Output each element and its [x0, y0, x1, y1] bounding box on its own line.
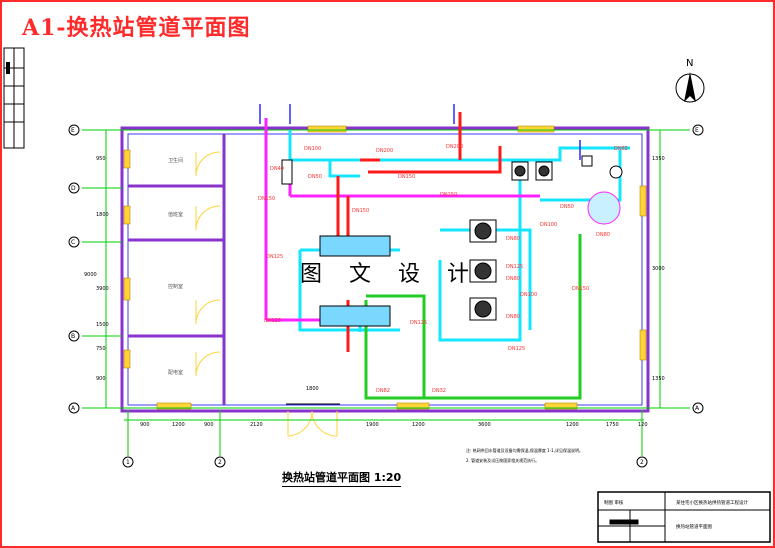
pipe-label: DN200: [446, 144, 463, 150]
building-walls: [120, 126, 650, 413]
grid-label: A: [71, 405, 76, 412]
grid-label: 2: [218, 459, 222, 466]
watermark-text: 图 文 设 计: [300, 262, 479, 287]
dim-text: 3900: [96, 286, 109, 292]
room-label: 配电室: [168, 369, 183, 376]
pipe-label: DN150: [440, 192, 457, 198]
pump-icon: [469, 161, 553, 321]
pipe-label: DN82: [376, 388, 390, 394]
pipe-label: DN40: [270, 166, 284, 172]
tb-drawing: 换热站管道平面图: [676, 523, 712, 530]
pipe-label: DN50: [308, 174, 322, 180]
dim-text: 2120: [250, 422, 263, 428]
dim-text: 1350: [652, 376, 665, 382]
windows: [123, 125, 647, 410]
pipe-label: DN80: [506, 276, 520, 282]
grid-bubble-labels: E D C B A E A 1 2 2: [71, 127, 700, 466]
dimension-text: 900 1200 900 2120 1900 1200 3600 1200 17…: [84, 156, 665, 428]
dim-text: 1800: [306, 386, 319, 392]
dim-text: 3600: [478, 422, 491, 428]
green-pipes: [364, 234, 582, 400]
dim-text: 3000: [652, 266, 665, 272]
pipe-label: DN125: [410, 320, 427, 326]
pipe-label: DN50: [560, 204, 574, 210]
room-labels: 卫生间 值班室 控制室 配电室: [168, 157, 183, 376]
room-label: 值班室: [168, 211, 183, 218]
dim-text: 1200: [566, 422, 579, 428]
room-label: 控制室: [168, 283, 183, 290]
doors: [195, 151, 340, 437]
note-line: 2. 管道安装及试压按国家相关规范执行。: [466, 457, 539, 463]
pipe-label: DN100: [304, 146, 321, 152]
room-label: 卫生间: [168, 157, 183, 164]
grid-axes: [82, 129, 690, 456]
pipe-label: DN100: [540, 222, 557, 228]
dim-text: 750: [96, 346, 106, 352]
pipe-label: DN125: [508, 346, 525, 352]
pipe-label: DN65: [614, 146, 628, 152]
notes: 注: 热网供回水管道及设备均需保温,保温厚度 1-1,详见保温说明。 2. 管道…: [466, 447, 583, 463]
title-block-text: 某住宅小区换热站供热管道工程设计 换热站管道平面图 制图 审核: [604, 499, 748, 530]
pipe-label: DN125: [266, 254, 283, 260]
drawing-caption: 换热站管道平面图 1:20: [282, 469, 402, 487]
pipe-label: DN150: [258, 196, 275, 202]
dim-text: 900: [96, 376, 106, 382]
risers: [259, 104, 581, 160]
drawing-title: A1-换热站管道平面图: [22, 15, 251, 41]
dim-text: 1800: [96, 212, 109, 218]
pipe-label: DN80: [506, 314, 520, 320]
pipe-label: DN100: [520, 292, 537, 298]
grid-label: 2: [640, 459, 644, 466]
grid-label: E: [71, 127, 75, 134]
dim-text: 1200: [172, 422, 185, 428]
dim-text: 1200: [412, 422, 425, 428]
dim-text: 1900: [366, 422, 379, 428]
dim-text: 1350: [652, 156, 665, 162]
pipe-label: DN150: [352, 208, 369, 214]
title-block: [597, 491, 771, 543]
pipe-label: DN200: [376, 148, 393, 154]
dim-text: 1750: [606, 422, 619, 428]
pipe-label: DN80: [596, 232, 610, 238]
grid-label: A: [695, 405, 700, 412]
grid-label: B: [71, 333, 75, 340]
pipe-labels: DN40 DN50 DN150 DN125 DN100 DN150 DN200 …: [258, 144, 628, 394]
heat-exchanger-icon: [281, 155, 623, 327]
grid-bubbles: [68, 124, 704, 468]
tb-sign: 制图 审核: [604, 499, 624, 506]
tb-project: 某住宅小区换热站供热管道工程设计: [676, 499, 748, 506]
pipe-label: DN125: [264, 318, 281, 324]
pipe-label: DN80: [506, 236, 520, 242]
grid-label: 1: [126, 459, 130, 466]
dim-text: 9000: [84, 272, 97, 278]
grid-label: D: [71, 185, 76, 192]
dim-text: 900: [204, 422, 214, 428]
pipe-label: DN150: [398, 174, 415, 180]
north-arrow-icon: N: [675, 58, 705, 103]
dim-text: 120: [638, 422, 648, 428]
note-line: 注: 热网供回水管道及设备均需保温,保温厚度 1-1,详见保温说明。: [466, 447, 583, 453]
dim-text: 900: [140, 422, 150, 428]
pipe-label: DN150: [572, 286, 589, 292]
grid-label: C: [71, 239, 75, 246]
pipe-label: DN125: [506, 264, 523, 270]
grid-label: E: [695, 127, 699, 134]
dim-text: 950: [96, 156, 106, 162]
pipe-label: DN32: [432, 388, 446, 394]
dim-text: 1500: [96, 322, 109, 328]
north-label: N: [686, 58, 693, 69]
